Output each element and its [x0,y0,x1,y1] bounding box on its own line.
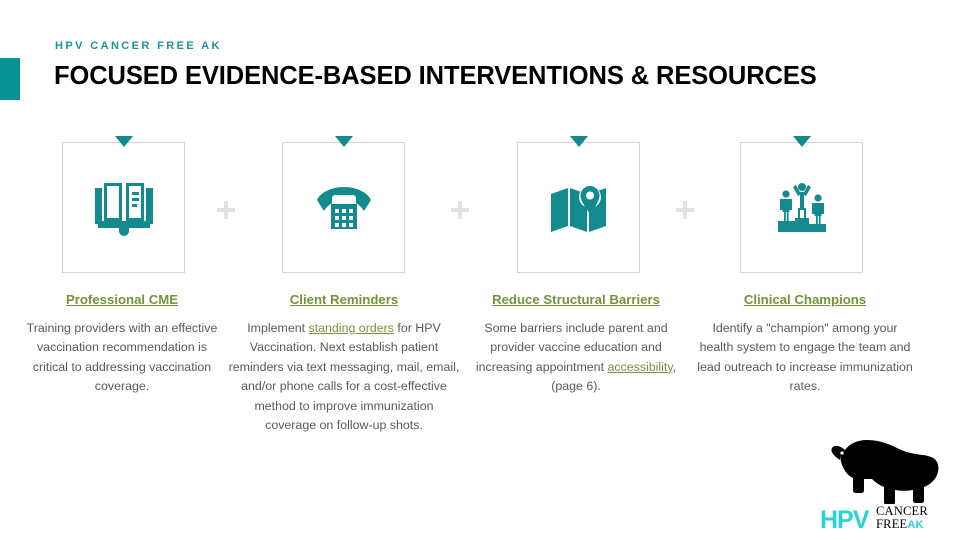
standing-orders-link[interactable]: standing orders [308,321,394,335]
accent-bar [0,58,20,100]
card-notch-triangle-icon [792,136,811,147]
column-body: Some barriers include parent and provide… [464,319,688,397]
column-client-reminders: Client Reminders Implement standing orde… [228,292,460,435]
card-notch-triangle-icon [334,136,353,147]
body-text: Identify a "champion" among your health … [697,321,913,394]
logo-cancer-text: CANCER [876,504,928,518]
body-text: Implement [247,321,309,335]
column-reduce-structural-barriers: Reduce Structural Barriers Some barriers… [464,292,688,397]
column-heading[interactable]: Reduce Structural Barriers [492,292,660,307]
plus-separator-3 [675,200,695,220]
body-text: for HPV Vaccination. Next establish pati… [228,321,460,433]
column-clinical-champions: Clinical Champions Identify a "champion"… [696,292,914,397]
eyebrow-label: HPV CANCER FREE AK [55,40,222,52]
plus-separator-2 [450,200,470,220]
column-body: Implement standing orders for HPV Vaccin… [228,319,460,435]
hpv-cancer-free-ak-logo: HPV CANCER FREEAK [818,438,948,534]
logo-wordmark: HPV CANCER FREEAK [818,505,948,533]
plus-separator-1 [216,200,236,220]
podium-winners-icon [741,143,862,272]
body-text: Training providers with an effective vac… [26,321,218,394]
page-title: FOCUSED EVIDENCE-BASED INTERVENTIONS & R… [54,62,817,90]
bear-silhouette-icon [831,440,939,504]
column-body: Identify a "champion" among your health … [696,319,914,397]
logo-hpv-text: HPV [820,506,869,534]
map-pin-icon [518,143,639,272]
icon-cards-row [0,136,960,274]
icon-card-clinical-champions[interactable] [740,136,863,273]
open-book-icon [63,143,184,272]
accessibility-link[interactable]: accessibility [607,359,673,374]
icon-card-client-reminders[interactable] [282,136,405,273]
logo-ak-text: AK [907,518,924,531]
logo-cancer-free-ak-text: CANCER FREEAK [876,505,928,531]
column-heading[interactable]: Clinical Champions [743,292,867,307]
logo-free-text: FREE [876,516,908,531]
body-text: , (page 6). [551,359,677,394]
column-body: Training providers with an effective vac… [18,319,226,397]
column-heading[interactable]: Client Reminders [289,292,399,307]
column-heading[interactable]: Professional CME [65,292,179,307]
card-notch-triangle-icon [569,136,588,147]
card-notch-triangle-icon [114,136,133,147]
icon-card-reduce-structural-barriers[interactable] [517,136,640,273]
telephone-icon [283,143,404,272]
column-professional-cme: Professional CME Training providers with… [18,292,226,397]
icon-card-professional-cme[interactable] [62,136,185,273]
body-text: Some barriers include parent and provide… [475,321,668,374]
